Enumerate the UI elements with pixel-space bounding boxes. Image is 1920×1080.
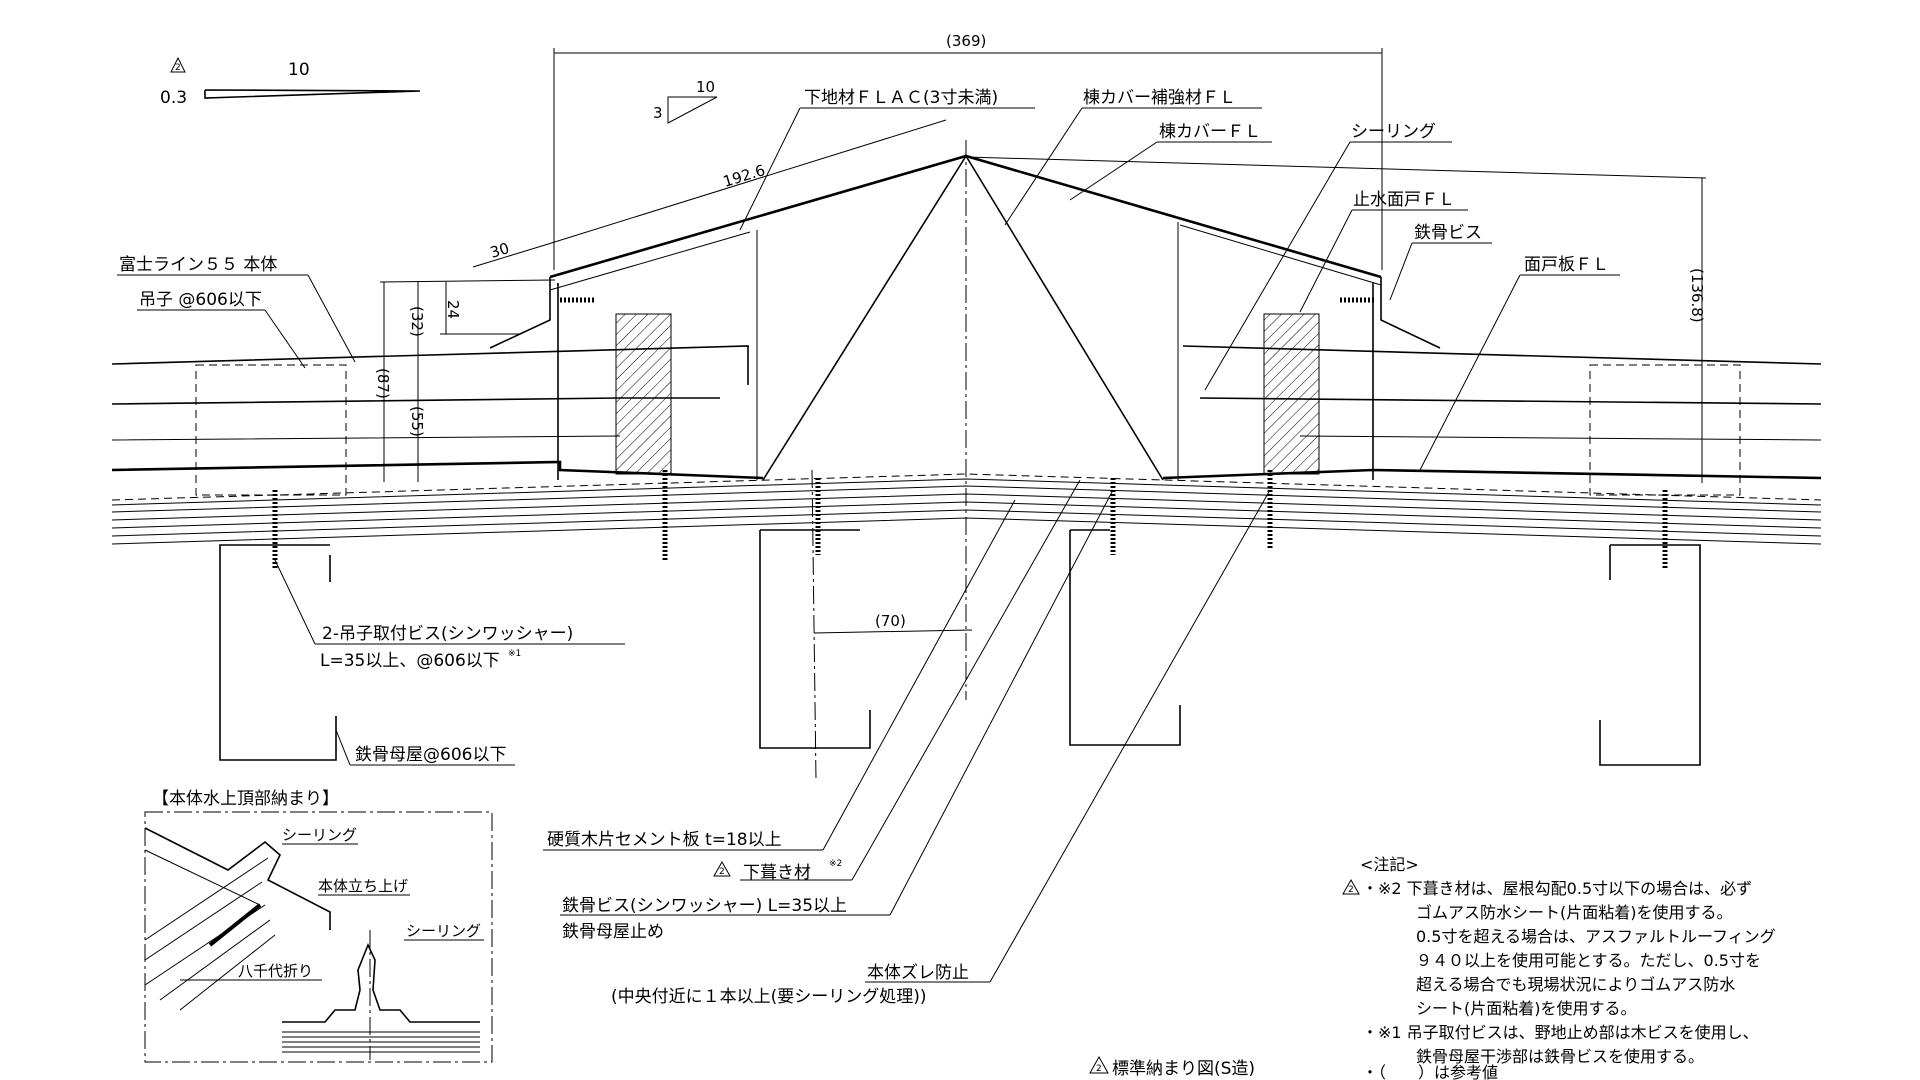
inset-ridge-top-detail: 【本体水上頂部納まり】 シーリング 本体立ち上げ シーリング 八千代折り <box>144 789 493 1063</box>
screws <box>272 297 1668 570</box>
label-closure-board: 面戸板ＦＬ <box>1524 255 1609 275</box>
label-ridge-cover: 棟カバーＦＬ <box>1159 122 1261 142</box>
dimension-30: 30 <box>488 239 512 262</box>
dimension-136-8: (136.8) <box>1688 268 1706 323</box>
notes-heading: <注記> <box>1360 855 1419 874</box>
inset-label-sealing-2: シーリング <box>406 922 481 940</box>
svg-text:(369): (369) <box>946 32 986 50</box>
dimension-24: 24 <box>444 300 462 319</box>
dimension-55: (55) <box>408 406 426 437</box>
label-water-stop: 止水面戸ＦＬ <box>1353 190 1455 210</box>
note-line: シート(片面粘着)を使用する。 <box>1416 999 1637 1018</box>
ridge-cover <box>489 154 1441 481</box>
inset-label-sealing-1: シーリング <box>282 826 357 844</box>
dimension-369: (369) <box>553 32 1383 270</box>
inset-label-fold: 八千代折り <box>238 962 313 980</box>
revision-triangle-icon <box>1089 1055 1109 1074</box>
note-line: ・※1 吊子取付ビスは、野地止め部は木ビスを使用し、 <box>1362 1023 1759 1042</box>
note-line: ９４０以上を使用可能とする。ただし、0.5寸を <box>1416 951 1761 970</box>
label-slip-prevent: 本体ズレ防止 <box>867 963 969 983</box>
label-underlay: 下葺き材 <box>743 863 811 883</box>
dimension-32: (32) <box>408 306 426 337</box>
label-purlin: 鉄骨母屋@606以下 <box>355 745 506 765</box>
label-steel-screw-washer: 鉄骨ビス(シンワッシャー) L=35以上 <box>562 896 847 916</box>
closure-board-right <box>1263 313 1320 475</box>
note-line: ・（ ）は参考値 <box>1362 1063 1498 1080</box>
label-clip-screw-spec: L=35以上、@606以下 <box>320 651 500 671</box>
note-line: 0.5寸を超える場合は、アスファルトルーフィング <box>1416 927 1776 946</box>
note-ref-1: ※1 <box>508 649 521 659</box>
leader-lines <box>117 107 1620 983</box>
note-line: ・※2 下葺き材は、屋根勾配0.5寸以下の場合は、必ず <box>1362 879 1752 898</box>
svg-text:2: 2 <box>719 867 725 877</box>
note-line: 超える場合でも現場状況によりゴムアス防水 <box>1416 975 1735 994</box>
dimension-87: (87) <box>374 368 392 399</box>
slope-scale: 2 10 0.3 <box>160 56 421 108</box>
note-line: ゴムアス防水シート(片面粘着)を使用する。 <box>1416 903 1733 922</box>
scale-run: 10 <box>288 60 310 80</box>
scale-rise: 0.3 <box>160 88 187 108</box>
label-ridge-reinforcement: 棟カバー補強材ＦＬ <box>1083 88 1236 108</box>
label-base-flac: 下地材ＦＬＡＣ(3寸未満) <box>804 88 998 108</box>
revision-triangle-icon <box>170 56 186 73</box>
pitch-run: 10 <box>696 78 715 96</box>
label-clip: 吊子 @606以下 <box>139 290 262 310</box>
svg-text:2: 2 <box>1348 885 1354 895</box>
label-main-body: 富士ライン５５ 本体 <box>119 255 277 275</box>
steel-purlins <box>219 529 1701 766</box>
revision-triangle-icon <box>1342 878 1360 895</box>
dimension-192-6: 192.6 <box>721 161 767 191</box>
label-purlin-fix: 鉄骨母屋止め <box>562 922 664 942</box>
revision-triangle-icon <box>713 860 731 877</box>
note-line: 鉄骨母屋干渉部は鉄骨ビスを使用する。 <box>1416 1047 1704 1066</box>
slope-wedge <box>204 89 421 99</box>
label-steel-screw: 鉄骨ビス <box>1414 223 1482 243</box>
label-cement-board: 硬質木片セメント板 t=18以上 <box>547 830 782 850</box>
closure-board-left <box>615 313 672 475</box>
roof-panels <box>111 345 1822 545</box>
inset-label-upstand: 本体立ち上げ <box>318 877 408 895</box>
drawing-title: 標準納まり図(S造) <box>1112 1059 1255 1079</box>
revision-number: 2 <box>175 63 181 73</box>
dimension-70: (70) <box>875 612 906 630</box>
pitch-rise: 3 <box>653 104 663 122</box>
label-slip-prevent-note: (中央付近に１本以上(要シーリング処理)) <box>611 987 927 1007</box>
svg-text:2: 2 <box>1096 1064 1102 1074</box>
label-sealing: シーリング <box>1351 122 1436 142</box>
note-ref-2: ※2 <box>829 859 842 869</box>
pitch-triangle: 10 3 <box>653 78 718 124</box>
label-clip-screw: 2-吊子取付ビス(シンワッシャー) <box>322 624 573 644</box>
inset-title: 【本体水上頂部納まり】 <box>152 789 339 809</box>
notes: <注記> 2 ・※2 下葺き材は、屋根勾配0.5寸以下の場合は、必ず ゴムアス防… <box>1342 855 1776 1080</box>
